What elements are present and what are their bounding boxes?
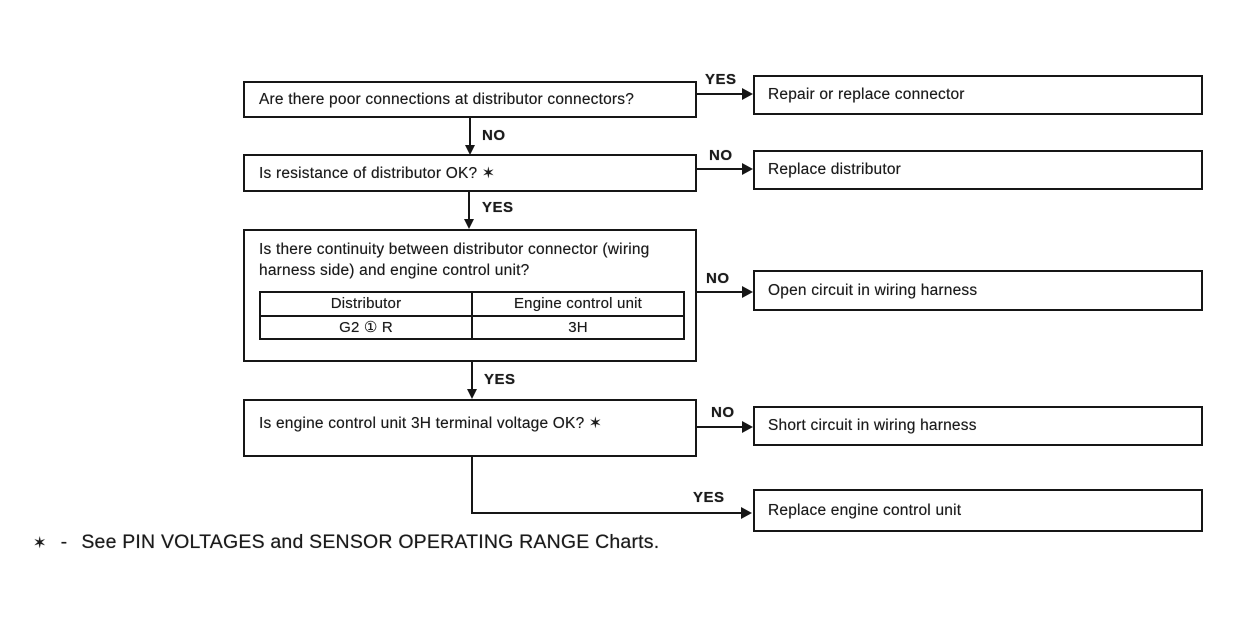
footnote-separator: -	[60, 531, 68, 553]
question-box-distributor-resistance: Is resistance of distributor OK? ✶	[243, 154, 697, 192]
result-text: Repair or replace connector	[768, 86, 965, 103]
question-box-poor-connections: Are there poor connections at distributo…	[243, 81, 697, 118]
connector-label-no: NO	[709, 147, 733, 164]
result-box-short-circuit: Short circuit in wiring harness	[753, 406, 1203, 446]
connector-label-no: NO	[706, 270, 730, 287]
result-box-repair-connector: Repair or replace connector	[753, 75, 1203, 115]
arrow-down-icon	[467, 389, 477, 399]
footnote-text: See PIN VOLTAGES and SENSOR OPERATING RA…	[81, 531, 660, 553]
connector-line	[697, 168, 743, 170]
connector-label-yes: YES	[693, 489, 725, 506]
connector-line	[471, 512, 742, 514]
result-box-replace-ecu: Replace engine control unit	[753, 489, 1203, 532]
table-header-engine-control-unit: Engine control unit	[471, 290, 685, 317]
question-text: Are there poor connections at distributo…	[259, 90, 635, 108]
connector-line	[471, 362, 473, 390]
connector-label-no: NO	[711, 404, 735, 421]
question-text: Is resistance of distributor OK? ✶	[259, 164, 496, 182]
arrow-down-icon	[465, 145, 475, 155]
connector-line	[471, 457, 473, 514]
connector-line	[469, 118, 471, 147]
table-cell-distributor-terminal: G2 ① R	[259, 314, 473, 340]
table-header-row: Distributor Engine control unit	[259, 290, 685, 317]
question-text: Is engine control unit 3H terminal volta…	[259, 415, 603, 432]
result-text: Replace distributor	[768, 161, 902, 178]
arrow-right-icon	[742, 286, 753, 298]
connector-label-yes: YES	[482, 199, 514, 216]
question-box-terminal-voltage: Is engine control unit 3H terminal volta…	[243, 399, 697, 457]
continuity-table: Distributor Engine control unit G2 ① R 3…	[259, 290, 685, 340]
footnote-star-icon: ✶	[33, 535, 47, 552]
connector-line	[697, 93, 743, 95]
connector-line	[468, 192, 470, 220]
table-row: G2 ① R 3H	[259, 314, 685, 340]
question-text: Is there continuity between distributor …	[259, 241, 650, 279]
arrow-right-icon	[742, 163, 753, 175]
connector-label-yes: YES	[484, 371, 516, 388]
result-box-replace-distributor: Replace distributor	[753, 150, 1203, 190]
table-cell-ecu-terminal: 3H	[471, 314, 685, 340]
result-text: Short circuit in wiring harness	[768, 417, 977, 434]
connector-line	[697, 291, 743, 293]
table-header-distributor: Distributor	[259, 290, 473, 317]
result-text: Replace engine control unit	[768, 501, 962, 519]
arrow-right-icon	[742, 88, 753, 100]
arrow-right-icon	[742, 421, 753, 433]
footnote: ✶ - See PIN VOLTAGES and SENSOR OPERATIN…	[33, 531, 659, 554]
result-box-open-circuit: Open circuit in wiring harness	[753, 270, 1203, 311]
connector-label-no: NO	[482, 127, 506, 144]
result-text: Open circuit in wiring harness	[768, 281, 978, 299]
arrow-right-icon	[741, 507, 752, 519]
connector-label-yes: YES	[705, 71, 737, 88]
question-box-continuity: Is there continuity between distributor …	[243, 229, 697, 362]
arrow-down-icon	[464, 219, 474, 229]
connector-line	[697, 426, 743, 428]
